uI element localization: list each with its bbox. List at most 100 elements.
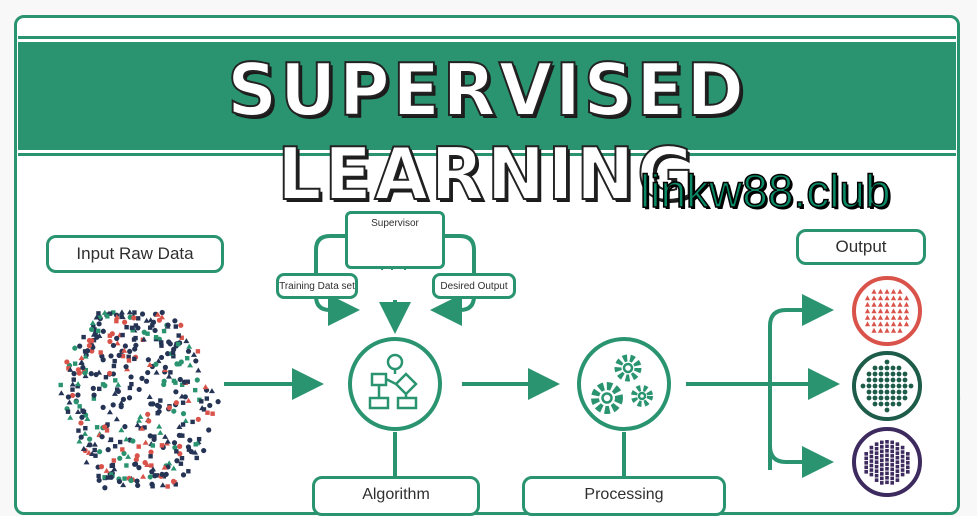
data-point bbox=[187, 362, 194, 368]
data-point bbox=[88, 371, 94, 377]
output-label: Output bbox=[796, 229, 926, 265]
data-point bbox=[71, 377, 76, 382]
data-point bbox=[178, 359, 184, 365]
data-point bbox=[91, 441, 98, 447]
square-mark bbox=[900, 468, 905, 472]
raw-data-cluster bbox=[58, 309, 221, 491]
data-point bbox=[170, 465, 177, 471]
square-mark bbox=[890, 454, 894, 458]
data-point bbox=[180, 472, 187, 478]
triangle-mark bbox=[871, 327, 877, 333]
data-point bbox=[111, 458, 117, 463]
watermark-text: linkw88.club bbox=[639, 164, 891, 218]
data-point bbox=[180, 400, 186, 405]
square-mark bbox=[880, 449, 884, 454]
data-point bbox=[166, 405, 172, 411]
square-mark bbox=[900, 445, 905, 450]
data-point bbox=[159, 343, 164, 348]
data-point bbox=[109, 463, 114, 469]
square-mark bbox=[880, 440, 884, 445]
data-point bbox=[120, 396, 127, 402]
dot-mark bbox=[860, 383, 866, 389]
data-point bbox=[115, 381, 122, 387]
triangle-mark bbox=[871, 314, 877, 320]
dot-mark bbox=[872, 389, 878, 395]
diagram-canvas bbox=[58, 234, 922, 497]
dot-mark bbox=[896, 365, 902, 371]
data-point bbox=[110, 402, 116, 408]
data-point bbox=[144, 462, 151, 468]
data-point bbox=[159, 309, 165, 316]
data-point bbox=[108, 474, 114, 480]
data-point bbox=[129, 381, 134, 387]
data-point bbox=[135, 417, 142, 423]
triangle-mark bbox=[897, 321, 903, 327]
square-mark bbox=[895, 451, 900, 455]
data-point bbox=[120, 482, 127, 488]
square-mark bbox=[885, 471, 889, 476]
square-mark bbox=[900, 450, 905, 454]
data-point bbox=[89, 338, 95, 344]
data-point bbox=[139, 375, 145, 381]
data-point bbox=[193, 358, 199, 364]
data-point bbox=[90, 385, 96, 391]
data-point bbox=[158, 354, 165, 361]
gears-icon bbox=[591, 354, 653, 414]
square-mark bbox=[869, 463, 874, 468]
square-mark bbox=[895, 473, 900, 478]
data-point bbox=[111, 466, 118, 472]
data-point bbox=[76, 370, 82, 376]
data-point bbox=[181, 379, 188, 385]
data-point bbox=[107, 370, 113, 376]
data-point bbox=[65, 409, 71, 414]
data-point bbox=[120, 353, 126, 359]
title-banner bbox=[18, 42, 956, 150]
data-point bbox=[153, 369, 160, 375]
data-point bbox=[93, 453, 98, 458]
data-point bbox=[117, 439, 123, 445]
data-point bbox=[94, 425, 100, 430]
data-point bbox=[125, 453, 132, 459]
data-point bbox=[152, 434, 157, 439]
data-point bbox=[179, 382, 185, 387]
triangle-mark bbox=[871, 308, 877, 314]
triangle-mark bbox=[890, 308, 897, 314]
top-rule bbox=[18, 36, 956, 39]
square-mark bbox=[880, 481, 884, 485]
square-mark bbox=[895, 478, 900, 482]
square-mark bbox=[890, 440, 894, 445]
dot-mark bbox=[878, 383, 884, 389]
data-point bbox=[159, 471, 165, 477]
triangle-mark bbox=[877, 288, 884, 294]
data-point bbox=[79, 414, 85, 420]
data-point bbox=[158, 398, 163, 403]
data-point bbox=[195, 416, 201, 422]
data-point bbox=[133, 323, 139, 328]
data-point bbox=[145, 411, 151, 417]
triangle-mark bbox=[864, 295, 871, 301]
square-mark bbox=[874, 469, 879, 473]
square-mark bbox=[864, 456, 868, 461]
output-purple-circle bbox=[852, 427, 922, 497]
square-mark bbox=[880, 445, 884, 449]
square-mark bbox=[874, 455, 879, 460]
data-point bbox=[171, 440, 178, 446]
data-point bbox=[186, 469, 191, 474]
dot-mark bbox=[902, 377, 908, 383]
data-point bbox=[117, 455, 123, 461]
output-purple-squares bbox=[864, 440, 910, 485]
dot-mark bbox=[884, 371, 890, 377]
data-point bbox=[153, 361, 159, 367]
data-point bbox=[75, 409, 82, 415]
data-point bbox=[118, 309, 125, 315]
data-point bbox=[69, 392, 76, 399]
data-point bbox=[164, 438, 171, 444]
data-point bbox=[162, 364, 169, 370]
data-point bbox=[190, 419, 195, 425]
data-point bbox=[182, 417, 189, 423]
data-point bbox=[107, 338, 113, 345]
data-point bbox=[165, 351, 171, 357]
dot-mark bbox=[890, 389, 896, 395]
data-point bbox=[84, 415, 91, 421]
square-mark bbox=[874, 451, 879, 455]
